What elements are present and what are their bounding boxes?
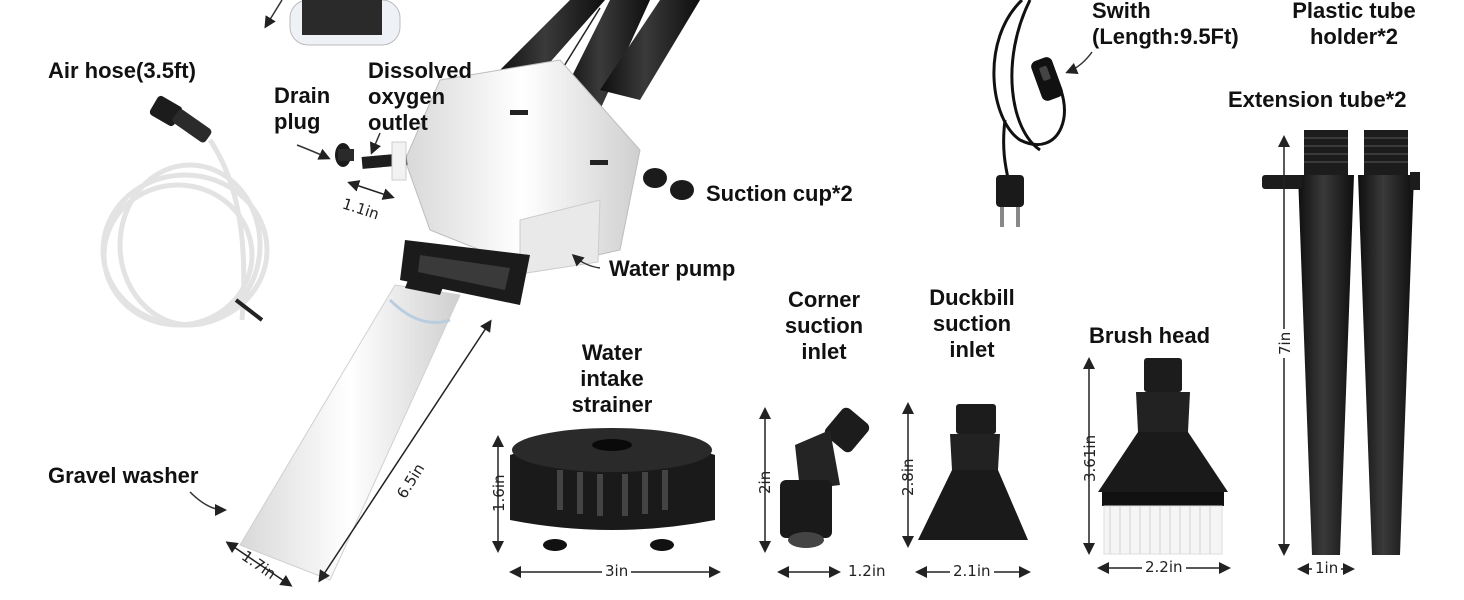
corner-suction-icon bbox=[780, 407, 870, 548]
oxygen-outlet-icon bbox=[361, 141, 408, 181]
label-water-intake-strainer: Water intake strainer bbox=[571, 340, 653, 417]
dim-duckbill-height: 2.8in bbox=[899, 458, 917, 496]
label-switch: Swith (Length:9.5Ft) bbox=[1092, 0, 1239, 49]
label-extension-tube: Extension tube*2 bbox=[1228, 87, 1407, 112]
dim-extension-width: 1in bbox=[1312, 559, 1342, 577]
label-water-pump: Water pump bbox=[609, 256, 736, 281]
dim-corner-width: 1.2in bbox=[848, 562, 886, 580]
brush-head-icon bbox=[1098, 358, 1228, 555]
label-gravel-washer: Gravel washer bbox=[48, 463, 199, 488]
label-brush-head: Brush head bbox=[1089, 323, 1211, 348]
dim-extension-length: 7in bbox=[1276, 328, 1294, 358]
air-hose-connector-icon bbox=[149, 95, 212, 143]
duckbill-suction-icon bbox=[918, 404, 1028, 540]
drain-plug-icon bbox=[335, 143, 354, 167]
water-strainer-icon bbox=[510, 428, 715, 551]
label-duckbill-suction-inlet: Duckbill suction inlet bbox=[929, 285, 1015, 362]
switch-icon bbox=[1031, 57, 1063, 101]
plug-icon bbox=[996, 175, 1024, 227]
label-drain-plug: Drain plug bbox=[274, 83, 331, 134]
air-hose-icon bbox=[100, 138, 270, 328]
dim-strainer-height: 1.6in bbox=[490, 474, 508, 512]
dim-duckbill-width: 2.1in bbox=[950, 562, 994, 580]
dim-strainer-width: 3in bbox=[602, 562, 632, 580]
label-plastic-tube-holder: Plastic tube holder*2 bbox=[1292, 0, 1416, 49]
filter-cartridge-icon bbox=[289, 0, 401, 46]
extension-tube-icon bbox=[1298, 130, 1414, 555]
dim-brush-width: 2.2in bbox=[1142, 558, 1186, 576]
suction-cup-icon bbox=[643, 168, 694, 200]
pump-tubes-icon bbox=[495, 0, 700, 110]
pump-base-ring-icon bbox=[400, 240, 530, 305]
power-cord-icon bbox=[992, 0, 1066, 201]
dim-brush-height: 3.61in bbox=[1081, 434, 1099, 482]
label-dissolved-oxygen-outlet: Dissolved oxygen outlet bbox=[368, 58, 472, 135]
dim-corner-height: 2in bbox=[756, 470, 774, 494]
label-air-hose: Air hose(3.5ft) bbox=[48, 58, 196, 83]
label-corner-suction-inlet: Corner suction inlet bbox=[784, 287, 864, 364]
label-suction-cup: Suction cup*2 bbox=[706, 181, 853, 206]
